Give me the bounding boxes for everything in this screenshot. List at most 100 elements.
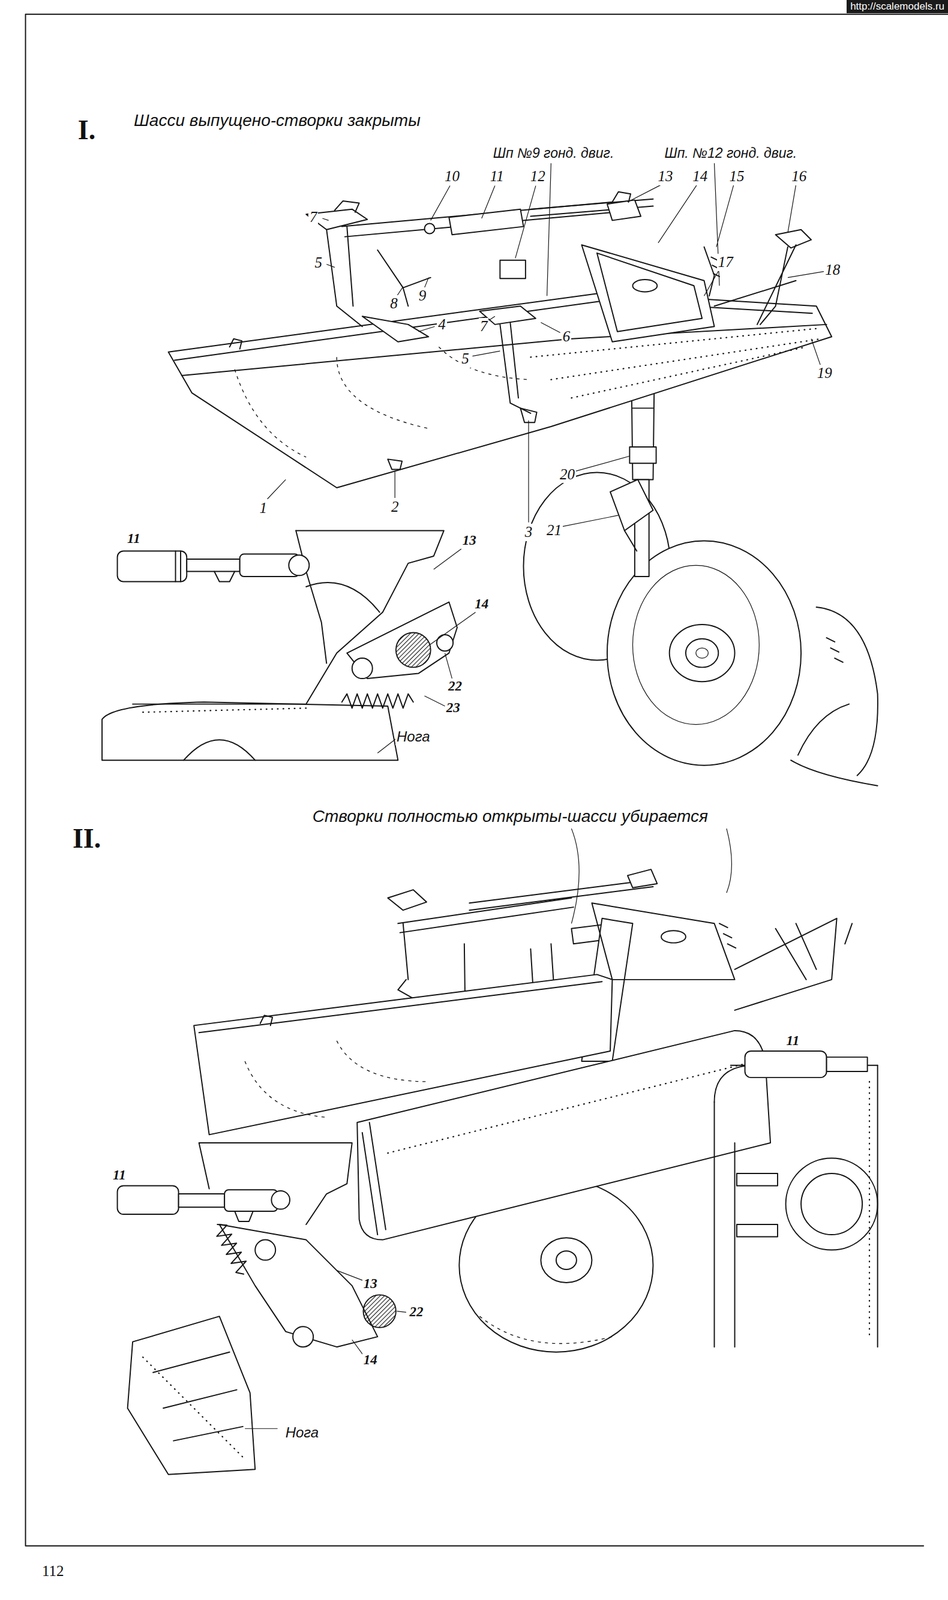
callout-number: 13 [362,1276,379,1292]
door-mechanism [377,250,431,307]
door-mechanism [334,201,360,213]
retraction-lock-detail [826,1057,868,1072]
door-mechanism [612,192,631,203]
retraction-lock-detail [346,602,458,680]
retraction-lock-detail [102,530,458,761]
gear-doors [229,339,537,470]
gear-doors [199,981,603,1033]
gear-doors [193,974,771,1240]
callout-number: 14 [691,168,709,186]
part-name: Нога [395,728,432,746]
page-number: 112 [40,1563,66,1581]
wheel [790,760,878,786]
page-frame [25,14,948,1547]
section-heading: Шасси выпущено-створки закрыты [132,111,422,131]
door-mechanism [597,253,702,332]
gear-doors [168,292,832,488]
wheel [685,639,719,668]
retraction-lock-detail [224,1189,278,1212]
callout-number: 22 [408,1304,425,1320]
callout-number: 5 [460,350,471,368]
gear-doors [530,328,822,399]
callout-number: 22 [447,678,464,695]
section-numeral: II. [71,823,102,855]
gear-doors [260,1015,273,1026]
door-mechanism [342,202,615,237]
callout-number: 8 [388,295,399,313]
retraction-lock-detail [211,1221,251,1278]
door-mechanism [661,930,686,943]
callout-number: 3 [523,523,534,542]
retraction-lock-detail [396,633,431,668]
retraction-lock-detail [183,739,255,761]
retraction-lock-detail [271,1191,290,1210]
gear-doors [181,324,827,376]
wheel [540,1237,592,1283]
retraction-lock-detail [214,571,235,582]
shock-strut [624,530,637,551]
callout-number: 10 [443,168,461,186]
retraction-lock-detail [117,1051,878,1475]
retraction-lock-detail [211,1221,251,1278]
door-mechanism [306,192,812,414]
gear-doors [234,346,531,458]
gear-doors [357,1030,771,1241]
callout-number: 12 [529,168,547,186]
retraction-lock-detail [219,1224,378,1347]
retraction-lock-detail [142,708,306,713]
gear-doors [387,1061,755,1154]
wheel [479,1316,612,1344]
retraction-lock-detail [363,1294,396,1328]
retraction-lock-detail [127,1316,256,1475]
callout-number: 18 [823,261,842,279]
frame-station-label: Шп №9 гонд. двиг. [492,145,616,161]
callout-number: 15 [727,168,746,186]
callout-number: 4 [436,316,447,334]
callout-number: 7 [478,318,489,336]
callout-number: 21 [545,522,563,540]
section-numeral: I. [76,114,97,147]
door-mechanism [719,918,852,1011]
leader-line [267,163,825,753]
gear-doors [244,1041,429,1118]
door-mechanism [627,869,657,888]
door-mechanism [499,260,526,279]
door-mechanism [362,316,429,342]
retraction-lock-detail [436,634,453,651]
callout-number: 5 [313,254,324,272]
wheel [696,648,708,659]
wheel [669,624,735,682]
wheel [798,607,878,776]
wheel [632,565,759,725]
retraction-lock-detail [352,658,373,679]
frame-station-label: Шп. №12 гонд. двиг. [663,145,798,161]
door-mechanism [607,199,641,221]
callout-number: 6 [561,328,572,346]
retraction-lock-detail [199,1143,353,1225]
wheel [556,1251,577,1270]
callout-number: 9 [417,287,428,305]
retraction-lock-detail [153,1352,243,1442]
door-mechanism [387,889,427,911]
retraction-lock-detail [868,1081,870,1337]
retraction-lock-detail [234,1211,254,1222]
retraction-lock-detail [132,530,444,704]
callout-number: 19 [816,364,834,383]
callout-number: 17 [717,253,735,272]
callout-number: 13 [461,532,478,549]
door-mechanism [424,223,435,234]
callout-number: 14 [362,1352,379,1368]
page-frame [25,14,948,1547]
gear-doors [168,292,832,488]
retraction-lock-detail [186,559,240,572]
callout-number: 11 [111,1167,128,1184]
callout-number: 11 [785,1033,801,1049]
callout-number: 1 [258,499,269,518]
retraction-lock-detail [292,1326,314,1347]
retraction-lock-detail [288,555,309,576]
gear-doors [362,1122,386,1235]
shock-strut [610,479,653,531]
door-mechanism [714,244,797,325]
